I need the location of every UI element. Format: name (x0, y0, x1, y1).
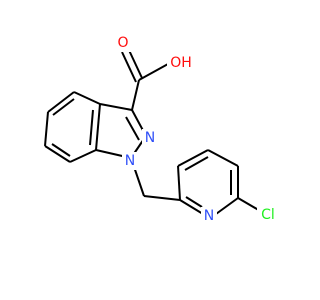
atom-nitrogen-pyridine: N (201, 207, 217, 225)
bond-py-n-c2prime (179, 199, 204, 215)
bond-ch2-pyridine (143, 195, 181, 201)
bond-c-o-double-b (127, 47, 143, 79)
bond-c5-c6 (44, 111, 49, 147)
atom-chlorine: Cl (257, 206, 279, 224)
bond-c3-c3a (99, 103, 133, 111)
bond-c3-cooh (131, 79, 140, 111)
atom-label-text: O (117, 35, 128, 51)
bond-c3a-c4 (73, 91, 101, 105)
atom-oxygen-carbonyl: O (115, 34, 131, 52)
molecule-diagram: O OH N N N Cl (44, 34, 279, 225)
bond-layer (44, 47, 263, 215)
bond-c3a-c7a-inner (89, 109, 94, 146)
atom-label-text: N (145, 130, 155, 146)
atom-nitrogen-n2: N (142, 129, 158, 147)
atom-label-text: N (125, 153, 135, 169)
bond-c4-c5-a (47, 91, 75, 113)
bond-py-c4-c5-b (184, 156, 209, 171)
bond-c4-c5-b (52, 98, 75, 116)
atom-label-text: OH (170, 55, 192, 71)
bond-c3-n2-b (125, 116, 140, 141)
bond-py-n-c2prime-inner (185, 196, 203, 208)
atom-label-text: Cl (261, 207, 275, 223)
bond-py-c5-c6 (207, 149, 239, 167)
bond-c-oh (138, 63, 169, 81)
bond-py-c2-n (215, 197, 239, 215)
bond-c6-c7-a (44, 145, 71, 163)
bond-c3a-c7a (95, 103, 101, 151)
bond-c7-c7a (69, 149, 97, 163)
atom-label-text: N (204, 208, 214, 224)
bond-py-c4-c5-a (177, 149, 209, 167)
atom-nitrogen-n1: N (122, 152, 138, 170)
atom-oxygen-hydroxyl: OH (167, 54, 195, 72)
bond-c6-c7-b (51, 143, 71, 157)
bond-c-o-double-a (121, 51, 137, 83)
atom-label-layer: O OH N N N Cl (115, 34, 279, 225)
bond-py-c3-c4 (177, 165, 181, 201)
